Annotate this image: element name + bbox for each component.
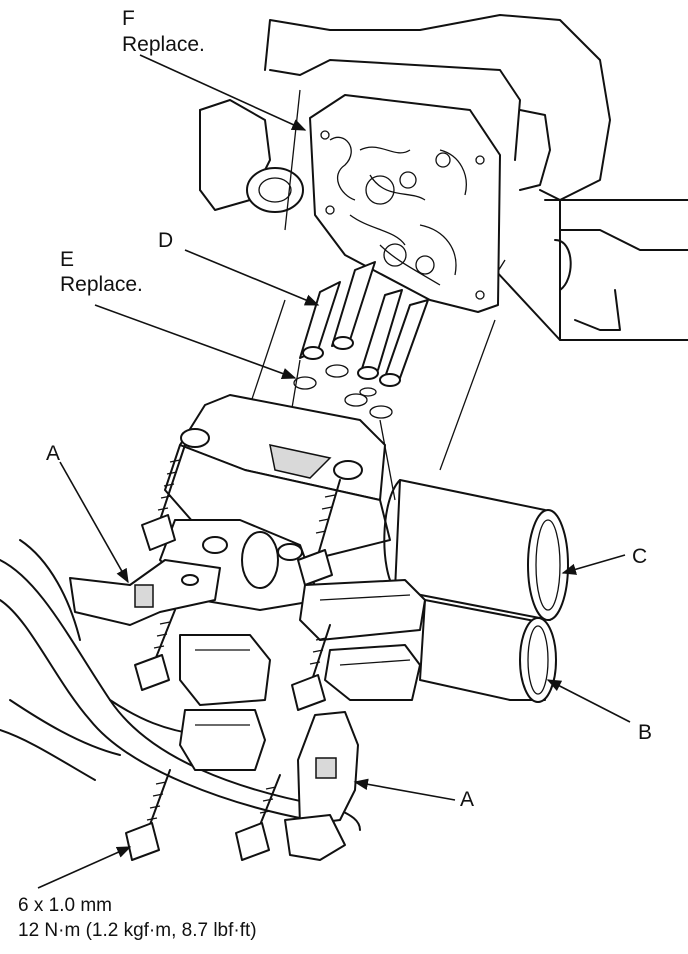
o-rings [293,364,393,419]
wire-harness [0,539,361,831]
label-d: D [158,229,173,252]
solenoid-c [383,479,569,621]
separator-plate-gasket [309,94,501,313]
bolt-5 [125,769,171,861]
label-a-upper: A [46,442,60,465]
callout-pointers [37,54,631,889]
torque-spec: 12 N·m (1.2 kgf·m, 8.7 lbf·ft) [18,920,257,941]
label-b: B [638,721,652,744]
label-e-note: Replace. [60,273,143,296]
alignment-guides [224,299,496,501]
label-c: C [632,545,647,568]
bolt-6 [235,774,281,861]
transmission-housing [199,14,688,341]
bolt-2 [297,479,341,586]
bolt-1 [141,444,186,551]
label-a-lower: A [460,788,474,811]
label-f-note: Replace. [122,33,205,56]
bolt-size-spec: 6 x 1.0 mm [18,895,112,916]
bolts [125,444,341,861]
label-e: E [60,248,74,271]
bolt-4 [291,624,331,711]
bolt-3 [134,609,176,691]
solenoid-connectors [299,579,426,701]
bracket-upper [69,559,221,626]
solenoid-body [159,394,391,611]
bracket-lower [284,711,359,861]
label-f: F [122,7,135,30]
harness-connectors [179,634,271,771]
solenoid-b [419,599,557,703]
solenoid-filters [299,261,429,387]
